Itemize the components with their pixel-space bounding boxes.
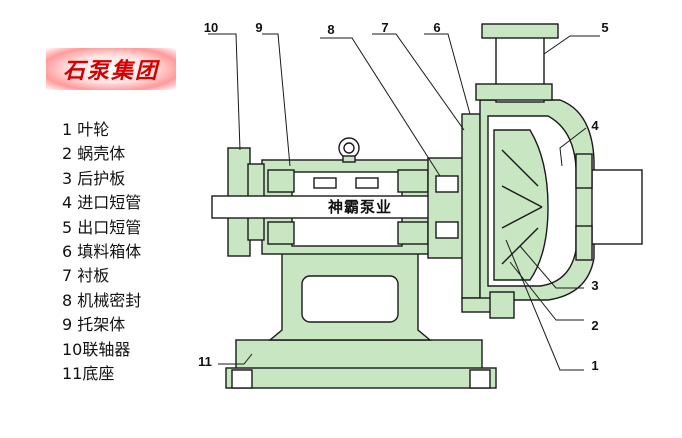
bearing-right-lower — [397, 221, 429, 245]
brand-logo: 石泵集团 — [46, 48, 176, 90]
legend-item: 10联轴器 — [62, 339, 131, 359]
legend-item: 9 托架体 — [62, 315, 126, 335]
leader-line-1 — [505, 239, 584, 371]
leader-line-6 — [424, 33, 471, 115]
frame-slot-right — [355, 177, 379, 189]
callout-2: 2 — [591, 318, 599, 333]
legend-item: 2 蜗壳体 — [62, 144, 126, 164]
legend-item: 11底座 — [62, 363, 115, 383]
impeller-vane — [501, 185, 543, 208]
leader-line-8 — [320, 37, 441, 177]
callout-5: 5 — [601, 20, 609, 35]
callout-4: 4 — [591, 118, 599, 133]
back-liner — [461, 113, 481, 299]
callout-9: 9 — [255, 20, 263, 35]
leader-line-5 — [543, 35, 600, 55]
parts-legend: 1 叶轮 2 蜗壳体 3 后护板 4 进口短管 5 出口短管 6 填料箱体 7 … — [62, 118, 141, 386]
callout-11: 11 — [198, 354, 212, 369]
bearing-left-lower — [267, 221, 295, 245]
outlet-base-flange — [475, 83, 553, 101]
leader-line-7 — [372, 33, 465, 131]
inlet-flange-top — [575, 153, 593, 189]
outlet-flange — [481, 23, 559, 39]
impeller — [493, 129, 549, 281]
mech-seal-lower — [435, 221, 459, 239]
inlet-pipe — [591, 169, 643, 245]
impeller-vane — [501, 149, 539, 187]
leader-line-2 — [509, 261, 584, 321]
leader-line-9 — [262, 33, 291, 167]
callout-6: 6 — [433, 20, 441, 35]
base-plate — [235, 339, 483, 371]
frame-slot-left — [313, 177, 337, 189]
bearing-left — [267, 169, 295, 193]
callout-7: 7 — [381, 20, 389, 35]
leader-line-4 — [559, 127, 587, 167]
base-foot-left — [231, 369, 253, 389]
watermark-text: 神霸泵业 — [327, 198, 392, 216]
base-bottom — [225, 367, 497, 389]
leader-line-10 — [208, 33, 241, 151]
inlet-flange-bottom — [575, 225, 593, 261]
legend-item: 6 填料箱体 — [62, 241, 142, 261]
base-foot-right — [469, 369, 491, 389]
stuffing-box — [427, 157, 465, 259]
frame-window — [301, 275, 399, 323]
lifting-eye-stem — [342, 155, 356, 163]
leader-line-11 — [218, 353, 253, 365]
callout-3: 3 — [591, 278, 599, 293]
legend-item: 7 衬板 — [62, 266, 110, 286]
legend-item: 8 机械密封 — [62, 290, 142, 310]
callout-10: 10 — [203, 20, 219, 35]
legend-item: 5 出口短管 — [62, 217, 142, 237]
bearing-right — [397, 169, 429, 193]
callout-1: 1 — [591, 358, 599, 373]
legend-item: 3 后护板 — [62, 168, 126, 188]
leader-line-3 — [519, 245, 584, 289]
impeller-vane — [501, 206, 543, 229]
brand-logo-text: 石泵集团 — [62, 58, 159, 84]
callout-8: 8 — [327, 22, 335, 37]
casing-bolt-head — [489, 291, 515, 319]
mech-seal — [435, 175, 459, 193]
lifting-eye-hole — [343, 142, 355, 154]
legend-item: 1 叶轮 — [62, 120, 110, 139]
legend-item: 4 进口短管 — [62, 193, 142, 213]
